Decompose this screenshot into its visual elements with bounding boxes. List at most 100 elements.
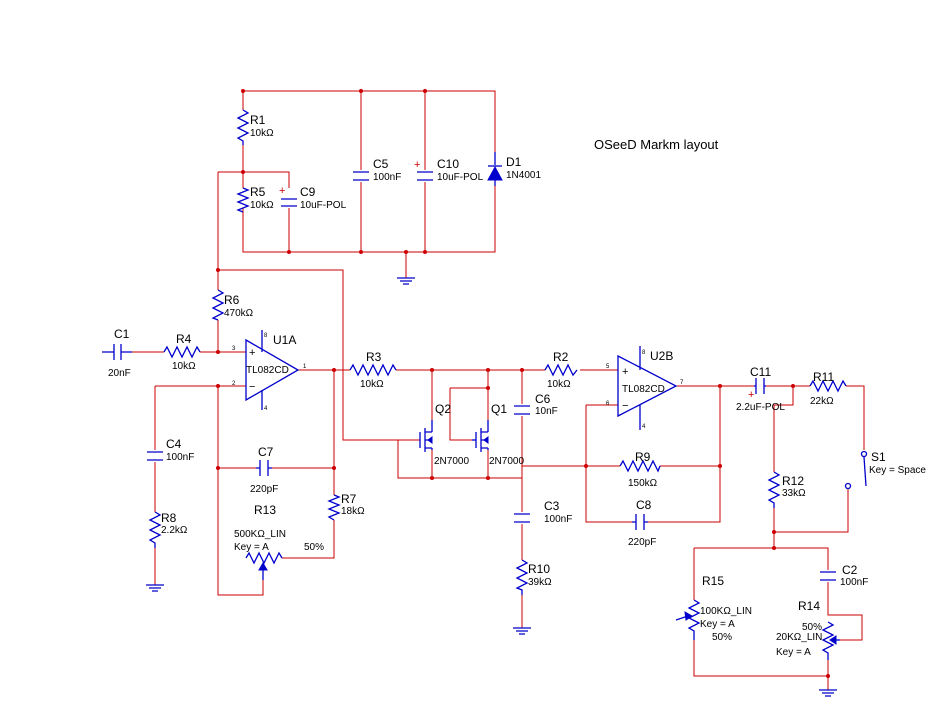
svg-text:D1: D1	[506, 155, 522, 169]
svg-text:4: 4	[264, 406, 268, 412]
svg-text:R11: R11	[813, 370, 834, 384]
svg-text:150kΩ: 150kΩ	[628, 478, 658, 489]
svg-text:6: 6	[606, 401, 610, 407]
layout-title: OSeeD Markm layout	[594, 137, 719, 152]
svg-text:R13: R13	[254, 503, 276, 517]
svg-text:100nF: 100nF	[544, 514, 572, 525]
diode-d1: D1 1N4001	[487, 152, 541, 186]
capacitor-c8: C8 220pF	[628, 498, 656, 548]
svg-text:+: +	[414, 159, 420, 171]
switch-s1[interactable]: S1 Key = Space	[844, 450, 927, 490]
resistor-r5: R5 10kΩ	[236, 185, 274, 213]
svg-text:+: +	[249, 347, 255, 359]
potentiometer-r14: R14 50% 20KΩ_LIN Key = A	[776, 599, 840, 660]
svg-text:−: −	[249, 381, 255, 393]
svg-text:2N7000: 2N7000	[489, 456, 524, 467]
svg-text:2.2uF-POL: 2.2uF-POL	[736, 402, 785, 413]
svg-text:Key = A: Key = A	[234, 542, 269, 553]
opamp-u2b: + − 8 4 5 6 7 U2B TL082CD	[606, 346, 684, 430]
svg-text:R4: R4	[176, 332, 192, 346]
ground-icon	[819, 689, 837, 697]
svg-text:C5: C5	[373, 157, 389, 171]
capacitor-c9: + C9 10uF-POL	[279, 185, 347, 211]
resistor-r4: R4 10kΩ	[163, 332, 201, 372]
svg-text:C11: C11	[750, 365, 771, 379]
svg-text:1: 1	[303, 364, 307, 370]
svg-text:2N7000: 2N7000	[434, 456, 469, 467]
svg-text:TL082CD: TL082CD	[622, 384, 665, 395]
svg-text:100nF: 100nF	[166, 452, 194, 463]
svg-text:U2B: U2B	[650, 349, 673, 363]
svg-text:5: 5	[606, 364, 610, 370]
svg-text:22kΩ: 22kΩ	[810, 396, 834, 407]
resistor-r7: R7 18kΩ	[327, 492, 365, 521]
svg-text:50%: 50%	[712, 632, 732, 643]
svg-text:+: +	[748, 389, 754, 401]
svg-text:100nF: 100nF	[373, 172, 401, 183]
svg-text:220pF: 220pF	[250, 484, 278, 495]
capacitor-c11: + C11 2.2uF-POL	[736, 365, 785, 413]
svg-text:Q2: Q2	[435, 402, 451, 416]
svg-text:470kΩ: 470kΩ	[224, 308, 254, 319]
svg-text:10kΩ: 10kΩ	[250, 128, 274, 139]
svg-text:500KΩ_LIN: 500KΩ_LIN	[234, 529, 286, 540]
svg-text:Key = A: Key = A	[700, 619, 735, 630]
svg-text:100nF: 100nF	[840, 577, 868, 588]
capacitor-c2: C2 100nF	[820, 563, 868, 588]
junctions	[216, 89, 830, 678]
svg-text:Key = Space: Key = Space	[869, 465, 926, 476]
svg-text:C7: C7	[258, 445, 274, 459]
svg-text:1N4001: 1N4001	[506, 170, 541, 181]
svg-text:2: 2	[232, 381, 236, 387]
mosfet-q1: Q1 2N7000	[472, 402, 524, 467]
resistor-r9: R9 150kΩ	[619, 450, 661, 489]
potentiometer-r13: R13 500KΩ_LIN Key = A 50%	[234, 503, 324, 580]
svg-text:TL082CD: TL082CD	[246, 365, 289, 376]
svg-text:R14: R14	[798, 599, 820, 613]
svg-text:−: −	[622, 400, 628, 412]
wires	[132, 90, 865, 690]
svg-text:R3: R3	[366, 350, 382, 364]
svg-text:U1A: U1A	[273, 333, 296, 347]
svg-text:R2: R2	[553, 350, 569, 364]
svg-text:10uF-POL: 10uF-POL	[300, 200, 347, 211]
svg-text:20nF: 20nF	[108, 368, 131, 379]
ground-icon	[146, 584, 164, 592]
resistor-r8: R8 2.2kΩ	[148, 511, 188, 548]
svg-text:S1: S1	[871, 450, 886, 464]
svg-text:2.2kΩ: 2.2kΩ	[161, 525, 188, 536]
resistor-r12: R12 33kΩ	[767, 471, 806, 508]
svg-text:39kΩ: 39kΩ	[528, 577, 552, 588]
svg-text:10kΩ: 10kΩ	[250, 200, 274, 211]
svg-text:R6: R6	[224, 293, 240, 307]
svg-text:8: 8	[264, 333, 268, 339]
svg-text:C8: C8	[636, 498, 652, 512]
svg-text:C9: C9	[300, 185, 316, 199]
svg-text:R7: R7	[341, 492, 357, 506]
resistor-r3: R3 10kΩ	[349, 350, 397, 390]
svg-text:20KΩ_LIN: 20KΩ_LIN	[776, 632, 822, 643]
capacitor-c10: + C10 10uF-POL	[414, 157, 484, 183]
svg-text:R15: R15	[702, 574, 724, 588]
resistor-r11: R11 22kΩ	[809, 370, 847, 407]
svg-text:18kΩ: 18kΩ	[341, 506, 365, 517]
svg-text:R8: R8	[161, 511, 177, 525]
capacitor-c1: C1 20nF	[102, 327, 132, 379]
ground-icon	[397, 277, 415, 285]
resistor-r6: R6 470kΩ	[211, 289, 254, 321]
svg-text:C10: C10	[437, 157, 459, 171]
svg-text:C2: C2	[842, 563, 858, 577]
svg-text:C6: C6	[535, 392, 551, 406]
svg-text:100KΩ_LIN: 100KΩ_LIN	[700, 606, 752, 617]
capacitor-c3: C3 100nF	[514, 499, 572, 525]
capacitor-c6: C6 10nF	[514, 392, 558, 417]
ground-icon	[513, 627, 531, 635]
mosfet-q2: Q2 2N7000	[419, 402, 469, 467]
svg-text:3: 3	[232, 346, 236, 352]
svg-text:R12: R12	[782, 474, 804, 488]
capacitor-c7: C7 220pF	[250, 445, 278, 495]
svg-text:50%: 50%	[802, 622, 822, 633]
svg-text:10uF-POL: 10uF-POL	[437, 172, 484, 183]
svg-text:R9: R9	[635, 450, 651, 464]
